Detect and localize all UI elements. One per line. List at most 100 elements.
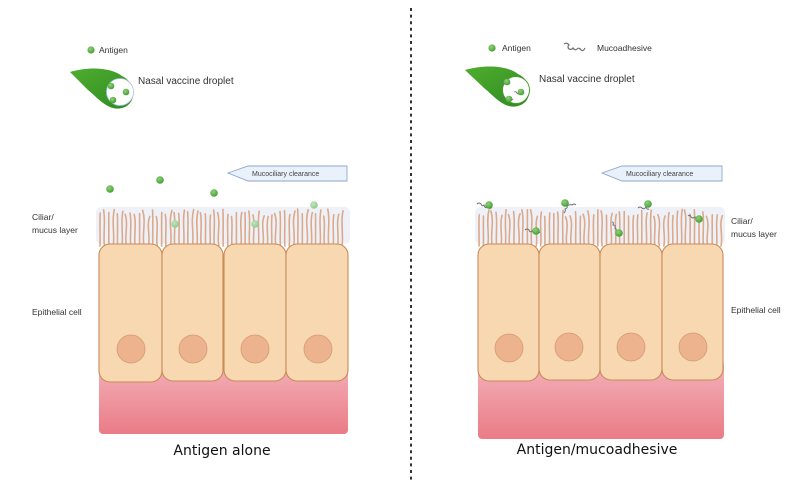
submucosa-tissue bbox=[478, 360, 724, 439]
cilium bbox=[618, 211, 621, 247]
cilium bbox=[587, 210, 590, 247]
cilium bbox=[199, 212, 203, 247]
cilium bbox=[216, 211, 220, 247]
cilium bbox=[517, 213, 521, 247]
antigen-particle bbox=[210, 189, 218, 197]
nasal-droplet-icon bbox=[70, 68, 134, 109]
epithelial-cell bbox=[223, 243, 287, 382]
cilium bbox=[129, 212, 132, 247]
cilium bbox=[720, 214, 724, 247]
nucleus bbox=[240, 334, 270, 364]
cilium bbox=[164, 213, 167, 247]
cilium bbox=[112, 208, 116, 247]
epithelial-cell bbox=[661, 243, 724, 381]
cilium bbox=[177, 212, 181, 247]
nucleus bbox=[116, 334, 146, 364]
mucociliary-clearance-arrow: Mucociliary clearance bbox=[600, 165, 723, 182]
right-legend: Antigen Mucoadhesive Nasal vaccine dropl… bbox=[465, 42, 652, 107]
mucus-layer-label: mucus layer bbox=[731, 229, 777, 239]
cilium bbox=[632, 214, 635, 247]
antigen-mucoadhesive-complex bbox=[561, 199, 577, 214]
panel-caption: Antigen alone bbox=[173, 443, 270, 459]
epithelial-cell-label: Epithelial cell bbox=[32, 307, 82, 317]
droplet-legend-label: Nasal vaccine droplet bbox=[138, 76, 234, 87]
mucoadhesive-legend-label: Mucoadhesive bbox=[597, 43, 652, 53]
cilium bbox=[490, 210, 494, 247]
cilium bbox=[141, 209, 145, 247]
mucoadhesive-legend-icon bbox=[563, 42, 586, 52]
cilium bbox=[500, 214, 503, 247]
cilium bbox=[610, 212, 613, 247]
cilium bbox=[239, 211, 243, 247]
antigen-particle bbox=[106, 185, 114, 193]
ciliar-layer-label: Ciliar/ bbox=[32, 212, 54, 222]
antigen-legend-label: Antigen bbox=[502, 43, 531, 53]
cilium bbox=[667, 211, 670, 247]
cilium bbox=[680, 208, 683, 247]
cilium bbox=[715, 214, 719, 247]
nucleus bbox=[303, 334, 333, 364]
antigen-particle bbox=[156, 176, 164, 184]
antigen-mucoadhesive-complex bbox=[637, 200, 652, 210]
nucleus bbox=[616, 332, 646, 362]
cilium bbox=[600, 210, 604, 247]
cilium bbox=[292, 210, 296, 247]
nucleus bbox=[554, 332, 584, 362]
antigen-mucoadhesive-complex bbox=[611, 221, 623, 237]
cilium bbox=[102, 209, 106, 247]
cilium bbox=[248, 210, 251, 247]
cilium bbox=[657, 213, 661, 247]
cilium bbox=[649, 209, 652, 247]
antigen-legend-icon bbox=[87, 46, 95, 54]
antigen-legend-icon bbox=[488, 44, 496, 52]
antigen-particle bbox=[171, 220, 179, 228]
cilium bbox=[133, 213, 137, 247]
submucosa-tissue bbox=[99, 360, 348, 434]
antigen-particle bbox=[310, 201, 318, 209]
antigen-legend-label: Antigen bbox=[99, 45, 128, 55]
cilium bbox=[257, 210, 260, 247]
cilium bbox=[561, 209, 564, 247]
cilium bbox=[645, 212, 648, 247]
cilium bbox=[288, 213, 291, 247]
antigen-particle bbox=[251, 220, 259, 228]
clearance-arrow-label: Mucociliary clearance bbox=[252, 171, 319, 178]
cilium bbox=[195, 210, 199, 247]
cilium bbox=[173, 211, 176, 247]
epithelial-cells bbox=[477, 243, 724, 382]
mucus-layer-label: mucus layer bbox=[32, 225, 78, 235]
cilium bbox=[212, 209, 216, 247]
cilium bbox=[336, 213, 340, 247]
cilium bbox=[155, 215, 159, 247]
antigen-mucoadhesive-complex bbox=[476, 201, 493, 209]
free-antigens bbox=[106, 176, 218, 197]
cilium bbox=[322, 215, 326, 247]
epithelial-cells bbox=[98, 243, 349, 383]
cilium bbox=[305, 208, 310, 247]
cilium bbox=[702, 211, 705, 247]
left-panel: Antigen Nasal vaccine droplet Mucociliar… bbox=[32, 45, 350, 459]
cilium bbox=[273, 212, 277, 247]
nucleus bbox=[494, 333, 524, 363]
cilium bbox=[332, 213, 335, 247]
antigen-mucoadhesive-complex bbox=[524, 227, 541, 235]
cilium bbox=[341, 210, 344, 247]
antigen-mucoadhesive-complex bbox=[687, 214, 703, 223]
cilia bbox=[478, 208, 724, 247]
cilium bbox=[209, 214, 212, 247]
cilium bbox=[327, 208, 330, 247]
mucociliary-clearance-arrow: Mucociliary clearance bbox=[226, 165, 348, 182]
cilium bbox=[486, 209, 490, 247]
epithelial-cell bbox=[538, 243, 601, 381]
ciliar-layer-label: Ciliar/ bbox=[731, 216, 753, 226]
cilium bbox=[191, 208, 195, 247]
nucleus bbox=[178, 334, 208, 364]
epithelial-cell-label: Epithelial cell bbox=[731, 305, 781, 315]
antigen-mucoadhesive-complexes bbox=[476, 199, 703, 237]
epithelial-cell bbox=[98, 243, 163, 383]
cilium bbox=[169, 209, 173, 247]
left-legend: Antigen Nasal vaccine droplet bbox=[70, 45, 234, 109]
cilium bbox=[319, 209, 322, 247]
epithelial-cell bbox=[161, 243, 224, 382]
